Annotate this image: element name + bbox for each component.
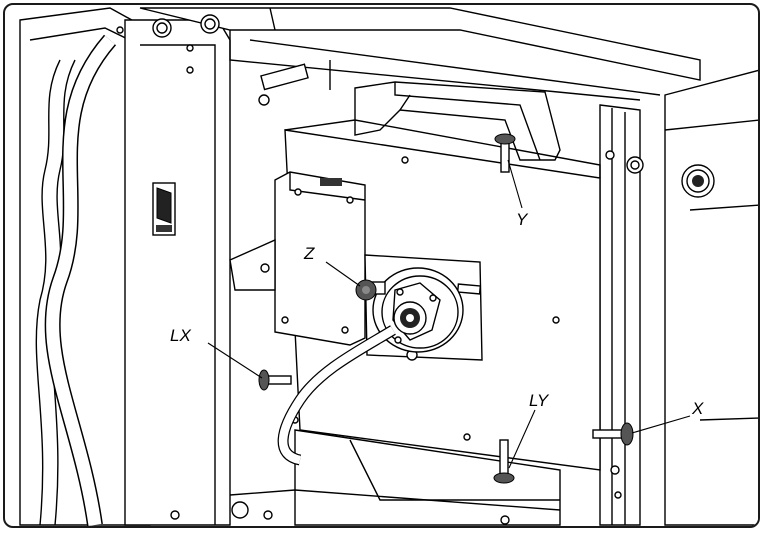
callout-leader-lx [207, 342, 263, 379]
callout-label-x: X [691, 399, 704, 418]
callout-label-z: Z [303, 244, 315, 263]
adjuster-knob-lx [258, 369, 292, 391]
callout-leader-y [507, 159, 523, 209]
left-panel [116, 19, 231, 526]
adjuster-knob-ly [493, 439, 515, 484]
callout-leader-ly [508, 409, 536, 469]
adjuster-knob-x [592, 422, 634, 446]
lamp-cable [277, 325, 396, 466]
callout-label-lx: LX [170, 326, 191, 345]
right-frame [599, 104, 644, 526]
projector-lamp-adjustment-diagram: Y Z LX LY X [19, 7, 758, 526]
lamp-burner [372, 267, 464, 353]
callout-label-y: Y [516, 210, 529, 229]
adjuster-knob-y [494, 133, 516, 173]
bottom-tray [170, 429, 561, 526]
diagram-frame: Y Z LX LY X [3, 3, 760, 528]
callout-label-ly: LY [529, 391, 550, 410]
callout-leader-z [325, 261, 361, 287]
right-housing-shell [664, 69, 758, 526]
circuit-board [229, 171, 366, 346]
callout-leader-x [631, 415, 691, 434]
adjuster-knob-z [355, 279, 386, 301]
power-cable [44, 34, 117, 526]
top-bracket [354, 81, 561, 161]
top-frame [139, 7, 701, 106]
